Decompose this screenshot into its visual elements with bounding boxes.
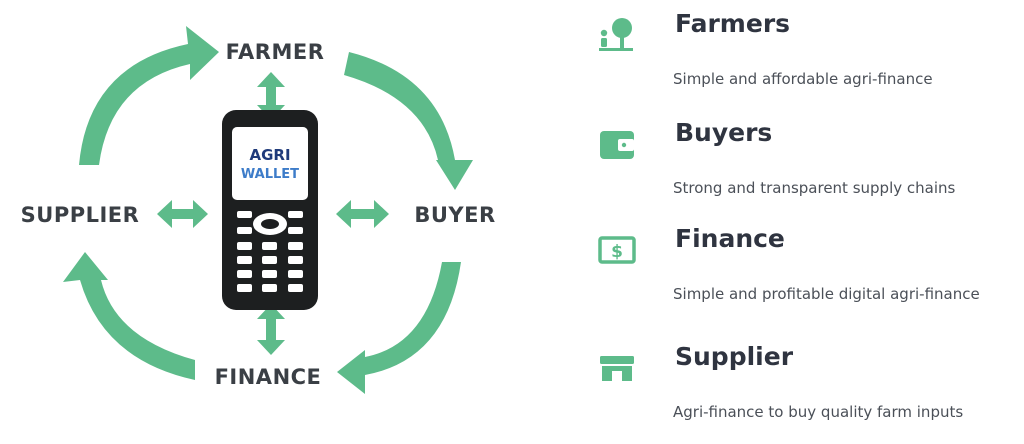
- node-label-buyer: BUYER: [414, 203, 495, 227]
- node-label-finance: FINANCE: [215, 365, 322, 389]
- benefit-description: Simple and affordable agri-finance: [673, 70, 933, 88]
- cycle-arrow-finance-to-supplier: [63, 252, 195, 380]
- benefit-item-buyers: Buyers Strong and transparent supply cha…: [596, 109, 1024, 217]
- benefit-item-finance: $ Finance Simple and profitable digital …: [596, 215, 1024, 323]
- phone-end-key: [288, 227, 303, 234]
- storefront-icon: [600, 356, 634, 381]
- mobile-phone-illustration: AGRI WALLET: [222, 110, 318, 310]
- phone-nav-center: [261, 219, 279, 229]
- link-arrow-farmer-phone: [257, 72, 285, 120]
- benefits-panel: Farmers Simple and affordable agri-finan…: [596, 0, 1024, 444]
- benefit-item-supplier: Supplier Agri-finance to buy quality far…: [596, 333, 1024, 441]
- benefit-description: Agri-finance to buy quality farm inputs: [673, 403, 964, 421]
- node-label-farmer: FARMER: [226, 40, 325, 64]
- farmer-tree-icon: [599, 18, 633, 51]
- node-label-supplier: SUPPLIER: [21, 203, 140, 227]
- dollar-bill-icon: $: [598, 236, 636, 264]
- cycle-arrow-buyer-to-finance: [337, 262, 461, 394]
- wallet-icon: [600, 131, 634, 159]
- benefit-title: Buyers: [675, 118, 773, 147]
- benefit-title: Farmers: [675, 9, 791, 38]
- link-arrow-supplier-phone: [157, 200, 208, 228]
- link-arrow-phone-finance: [257, 304, 285, 355]
- phone-screen: [232, 127, 308, 200]
- benefit-title: Finance: [675, 224, 785, 253]
- phone-call-key: [237, 227, 252, 234]
- phone-softkey-left: [237, 211, 252, 218]
- phone-softkey-right: [288, 211, 303, 218]
- benefit-item-farmers: Farmers Simple and affordable agri-finan…: [596, 0, 1024, 108]
- cycle-arrow-supplier-to-farmer: [79, 26, 219, 165]
- svg-text:$: $: [611, 242, 623, 262]
- phone-keypad: [237, 242, 303, 292]
- benefit-description: Simple and profitable digital agri-finan…: [673, 285, 980, 303]
- cycle-arrow-farmer-to-buyer: [344, 52, 473, 190]
- agri-wallet-cycle-diagram: FARMER BUYER FINANCE SUPPLIER AGRI WALLE…: [21, 26, 495, 394]
- benefit-title: Supplier: [675, 342, 794, 371]
- phone-brand-wallet: WALLET: [241, 167, 299, 182]
- benefit-description: Strong and transparent supply chains: [673, 179, 956, 197]
- link-arrow-phone-buyer: [336, 200, 389, 228]
- phone-brand-agri: AGRI: [249, 146, 290, 164]
